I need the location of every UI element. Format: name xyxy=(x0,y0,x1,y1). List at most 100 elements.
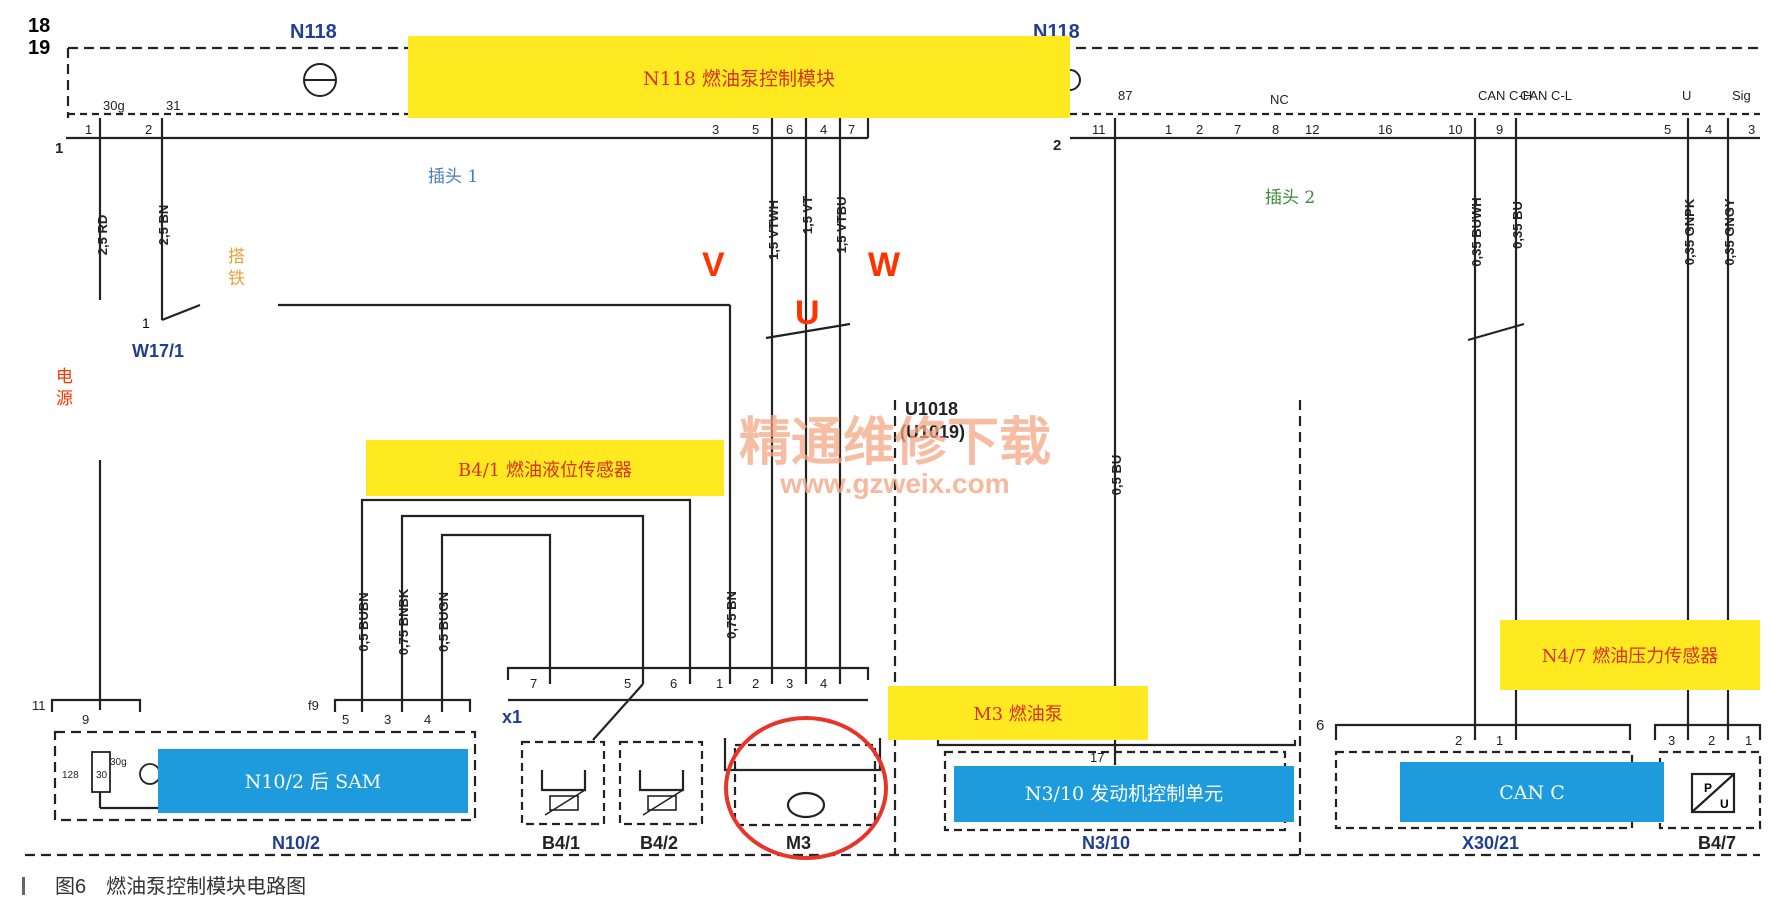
m3-callout-text: M3 燃油泵 xyxy=(973,704,1063,725)
b4-1-callout-box xyxy=(366,440,724,496)
x1-pin: 2 xyxy=(752,676,759,691)
conn1-pin: 3 xyxy=(712,122,719,137)
conn2-pin: 2 xyxy=(1196,122,1203,137)
pin-label-can-c-h: CAN C-H xyxy=(1478,88,1532,103)
phase-w-label: W xyxy=(868,246,901,284)
b4-1-label: B4/1 xyxy=(542,833,580,853)
wire-label: 0,5 BUBN xyxy=(356,592,371,651)
n3-10-callout-text: N3/10 发动机控制单元 xyxy=(1025,783,1223,805)
m3-label: M3 xyxy=(786,833,811,853)
conn1-pin: 5 xyxy=(752,122,759,137)
connector1-number: 1 xyxy=(55,140,63,157)
conn1-pin: 4 xyxy=(820,122,827,137)
figure-caption: 图6 燃油泵控制模块电路图 xyxy=(55,875,306,898)
phase-u-label: U xyxy=(795,294,820,332)
b47-pin: 3 xyxy=(1668,733,1675,748)
conn2-pin: 16 xyxy=(1378,122,1392,137)
x1-pin: 3 xyxy=(786,676,793,691)
pin-label-31: 31 xyxy=(166,98,180,113)
b47-pin: 2 xyxy=(1708,733,1715,748)
wire-label: 2,5 RD xyxy=(95,215,110,255)
pin-label-can-c-l: CAN C-L xyxy=(1520,88,1572,103)
pump-highlight-circle xyxy=(724,716,888,860)
wire-label: 0,35 GNPK xyxy=(1682,198,1697,265)
wire-label: 0,75 BNBK xyxy=(396,588,411,655)
b47-pin: 1 xyxy=(1745,733,1752,748)
conn1-pin: 7 xyxy=(848,122,855,137)
wire-label: 0,75 BN xyxy=(724,591,739,639)
x30-pin: 2 xyxy=(1455,733,1462,748)
wire-label: 1,5 VTBU xyxy=(834,196,849,253)
power-note-top: 电 xyxy=(56,367,73,387)
pu-bottom: U xyxy=(1720,797,1729,811)
can-c-callout-box xyxy=(1400,762,1664,822)
wire-label: 1,5 VTWH xyxy=(766,200,781,260)
pu-top: P xyxy=(1704,781,1712,795)
fuse-number: 128 xyxy=(62,770,79,781)
wire-label: 0,35 BUWH xyxy=(1469,197,1484,266)
x1-pin: 1 xyxy=(716,676,723,691)
n10-2-callout-box xyxy=(158,749,468,813)
wire-label: 1,5 VT xyxy=(800,196,815,234)
sam-pin: 3 xyxy=(384,712,391,727)
plug2-note: 插头 2 xyxy=(1265,188,1315,208)
b4-1-callout-text: B4/1 燃油液位传感器 xyxy=(458,460,632,481)
b4-7-label: B4/7 xyxy=(1698,833,1736,853)
conn2-pin: 1 xyxy=(1165,122,1172,137)
w17-pin: 1 xyxy=(142,315,150,331)
wire-label: 2,5 BN xyxy=(156,205,171,245)
sam-conn-number: 11 xyxy=(32,698,46,713)
n118-callout-text: N118 燃油泵控制模块 xyxy=(643,68,835,90)
x30-21-label: X30/21 xyxy=(1462,833,1519,853)
n3-10-callout-box xyxy=(954,766,1294,822)
sam-pin: 4 xyxy=(424,712,431,727)
conn2-pin: 3 xyxy=(1748,122,1755,137)
sheet-top-number: 18 xyxy=(28,15,50,37)
x1-pin: 5 xyxy=(624,676,631,691)
sam-pin: 5 xyxy=(342,712,349,727)
n10-2-callout-text: N10/2 后 SAM xyxy=(245,771,382,793)
x30-conn-number: 6 xyxy=(1316,717,1324,734)
n3-pin: 17 xyxy=(1090,750,1104,765)
x1-label: x1 xyxy=(502,707,522,727)
n118-callout-box xyxy=(408,36,1070,118)
n10-2-label: N10/2 xyxy=(272,833,320,853)
u1019-label: (U1019) xyxy=(900,422,965,442)
conn2-pin: 12 xyxy=(1305,122,1319,137)
plug1-note: 插头 1 xyxy=(428,167,478,187)
conn2-pin: 8 xyxy=(1272,122,1279,137)
wire-label: 0,5 BU xyxy=(1109,455,1124,495)
pin-label-87: 87 xyxy=(1118,88,1132,103)
x30-pin: 1 xyxy=(1496,733,1503,748)
x1-pin: 6 xyxy=(670,676,677,691)
conn2-pin: 7 xyxy=(1234,122,1241,137)
pin-label-u: U xyxy=(1682,88,1691,103)
caption-marker xyxy=(22,877,25,895)
pin-label-30g: 30g xyxy=(103,98,125,113)
conn2-pin: 5 xyxy=(1664,122,1671,137)
x1-pin: 4 xyxy=(820,676,827,691)
conn1-pin: 6 xyxy=(786,122,793,137)
pin-label-sig: Sig xyxy=(1732,88,1751,103)
pin-label-nc: NC xyxy=(1270,92,1289,107)
watermark-url: www.gzweix.com xyxy=(779,468,1009,499)
ground-note-bottom: 铁 xyxy=(228,269,245,289)
m3-callout-box xyxy=(888,686,1148,740)
b4-2-label: B4/2 xyxy=(640,833,678,853)
w17-label: W17/1 xyxy=(132,341,184,361)
connector2-number: 2 xyxy=(1053,137,1061,154)
sheet-number: 19 xyxy=(28,37,50,59)
power-note-bottom: 源 xyxy=(56,389,73,409)
sam-pin: 9 xyxy=(82,712,89,727)
n4-7-callout-box xyxy=(1500,620,1760,690)
u1018-label: U1018 xyxy=(905,399,958,419)
fuse-value: 30 xyxy=(96,770,108,781)
conn2-pin: 4 xyxy=(1705,122,1712,137)
phase-v-label: V xyxy=(702,246,725,284)
wire-label: 0,5 BUGN xyxy=(436,592,451,652)
watermark-title: 精通维修下载 xyxy=(739,412,1051,473)
conn1-pin: 1 xyxy=(85,122,92,137)
can-c-callout-text: CAN C xyxy=(1499,782,1564,804)
